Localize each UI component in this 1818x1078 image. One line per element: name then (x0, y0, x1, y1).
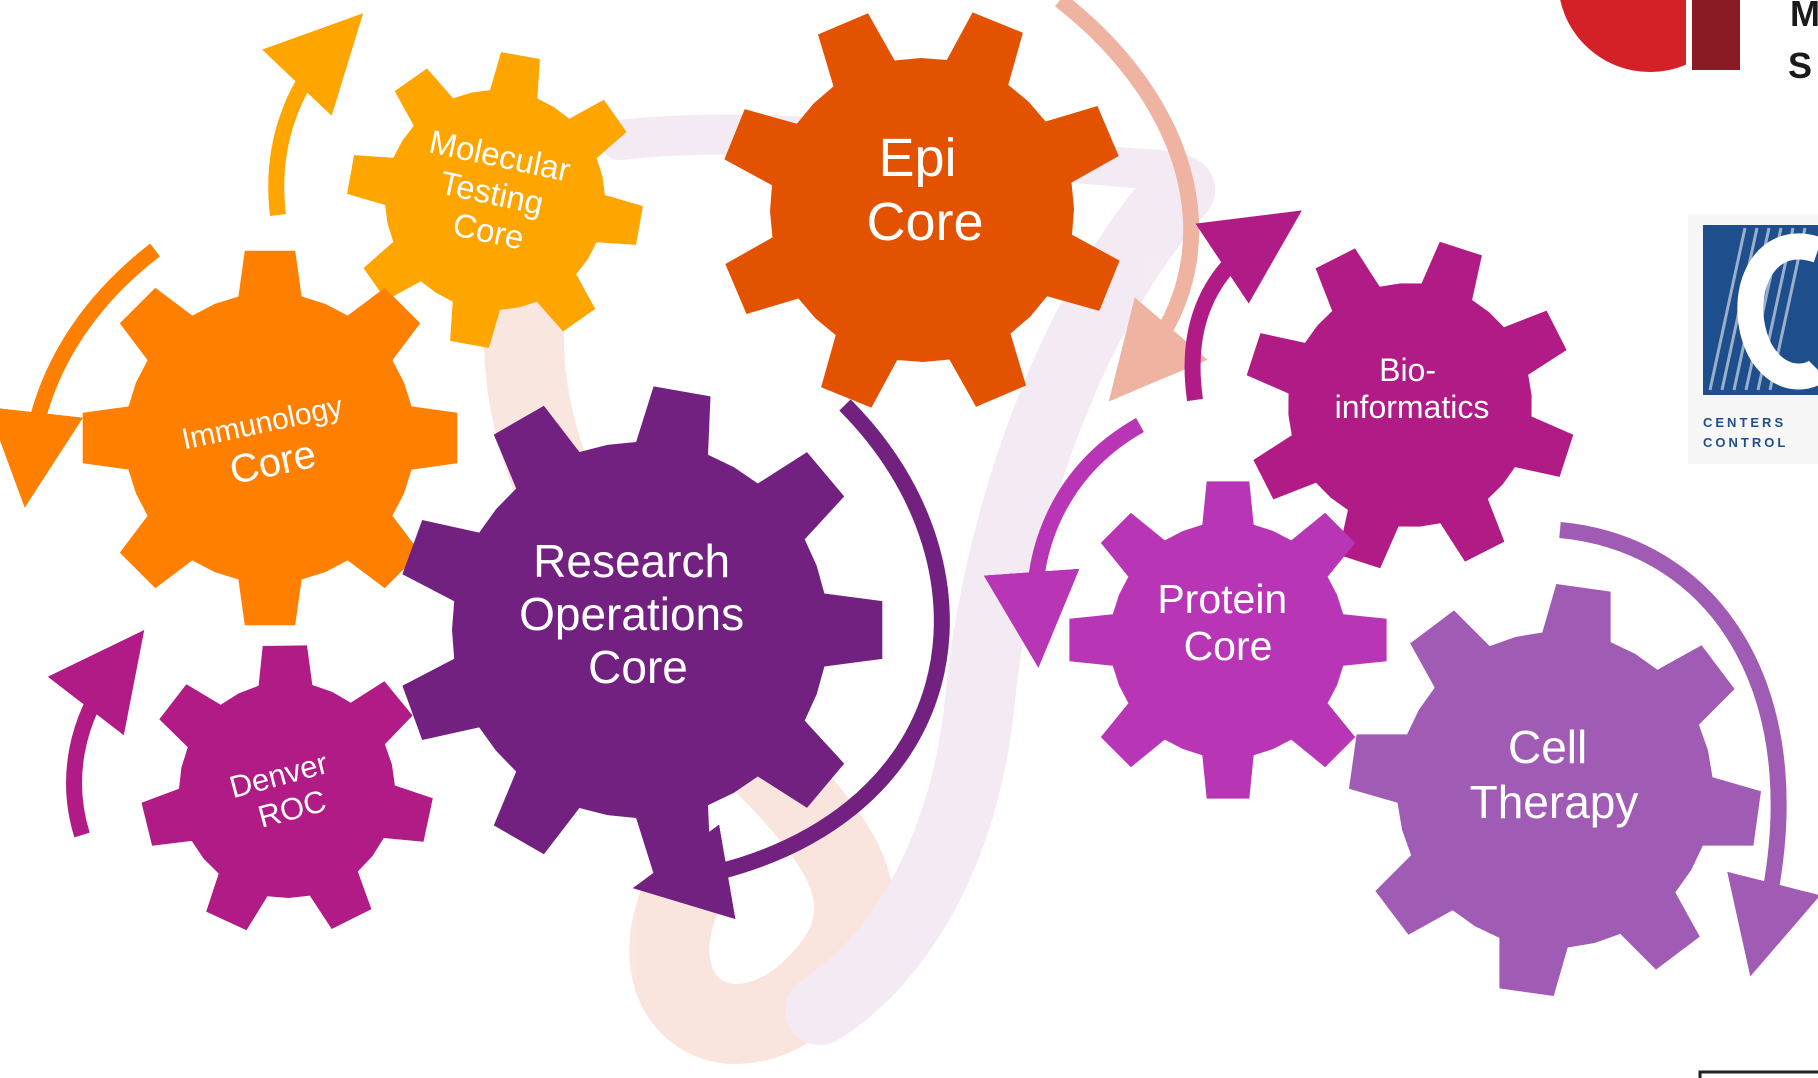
arrows-layer (0, 0, 1818, 977)
epi-arrow (1055, 0, 1208, 402)
immunology-gear (82, 250, 458, 626)
cdc-c-icon (1737, 233, 1818, 390)
logo-dark-half-icon (1690, 0, 1740, 70)
top-logo: M S (1560, 0, 1818, 86)
research-line-1: Research (533, 535, 730, 587)
protein-gear (1069, 481, 1387, 799)
epi-line-2: Core (866, 192, 983, 252)
cdc-logo: CENTERS CONTROL (1688, 214, 1818, 464)
immunology-arrow (0, 243, 160, 508)
denver-gear (141, 645, 433, 931)
epi-label: Epi Core (866, 128, 983, 252)
protein-label: Protein Core (1157, 576, 1298, 669)
protein-arrow (983, 418, 1144, 668)
bioinformatics-arrow (1184, 210, 1302, 402)
bioinformatics-gear (1246, 241, 1574, 569)
protein-line-2: Core (1184, 623, 1273, 669)
research-arrow (632, 399, 950, 920)
corner-box (1698, 1070, 1818, 1078)
research-line-3: Core (588, 641, 688, 693)
cdc-text-line-2: CONTROL (1703, 435, 1788, 450)
logo-text-line-1: M (1790, 0, 1818, 34)
cell-therapy-gear (1349, 584, 1761, 996)
bioinformatics-line-2: informatics (1335, 389, 1490, 425)
molecular-gear (347, 52, 643, 348)
cell-therapy-arrow (1559, 522, 1818, 977)
cdc-text-line-1: CENTERS (1703, 415, 1786, 430)
research-gear (402, 386, 883, 874)
bioinformatics-line-1: Bio- (1379, 352, 1436, 388)
cell-therapy-line-2: Therapy (1470, 776, 1639, 828)
research-line-2: Operations (519, 588, 744, 640)
logo-text-line-2: S (1788, 45, 1812, 86)
research-label: Research Operations Core (519, 535, 757, 693)
cell-therapy-line-1: Cell (1508, 721, 1587, 773)
gears-layer (82, 12, 1761, 996)
bioinformatics-label: Bio- informatics (1335, 352, 1490, 425)
denver-arrow (47, 629, 145, 838)
epi-gear (724, 12, 1120, 408)
molecular-arrow (262, 13, 364, 216)
epi-line-1: Epi (878, 128, 956, 188)
cell-therapy-label: Cell Therapy (1470, 721, 1639, 828)
protein-line-1: Protein (1157, 576, 1287, 622)
